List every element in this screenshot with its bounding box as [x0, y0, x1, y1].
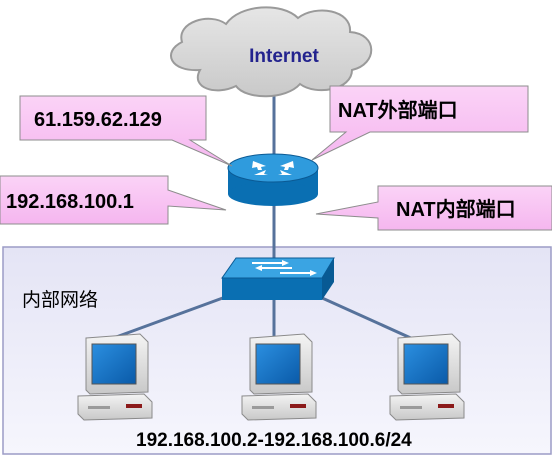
pc-screen [91, 343, 137, 385]
lan-switch [221, 257, 335, 300]
pc-screen [403, 343, 449, 385]
pc-center [241, 333, 317, 421]
callout-nat-internal-port: NAT内部端口 [315, 185, 552, 231]
pc-right [389, 333, 465, 421]
lan-address-range: 192.168.100.2-192.168.100.6/24 [136, 430, 412, 451]
gateway-ip-label: 192.168.100.1 [6, 191, 134, 213]
internet-cloud: Internet [170, 6, 373, 98]
lan-title: 内部网络 [22, 289, 98, 311]
nat-external-port-label: NAT外部端口 [338, 98, 458, 122]
public-ip-label: 61.159.62.129 [34, 109, 162, 131]
switch-arrows-icon [252, 260, 317, 276]
pc-screen [255, 343, 301, 385]
callout-public-ip: 61.159.62.129 [19, 95, 233, 167]
callout-gateway-ip: 192.168.100.1 [0, 175, 227, 225]
nat-router [227, 153, 319, 206]
router-arrows-icon [252, 161, 294, 175]
nat-internal-port-label: NAT内部端口 [396, 197, 516, 221]
pc-left [77, 333, 153, 421]
internet-label: Internet [249, 46, 319, 67]
callout-nat-external-port: NAT外部端口 [311, 85, 529, 161]
